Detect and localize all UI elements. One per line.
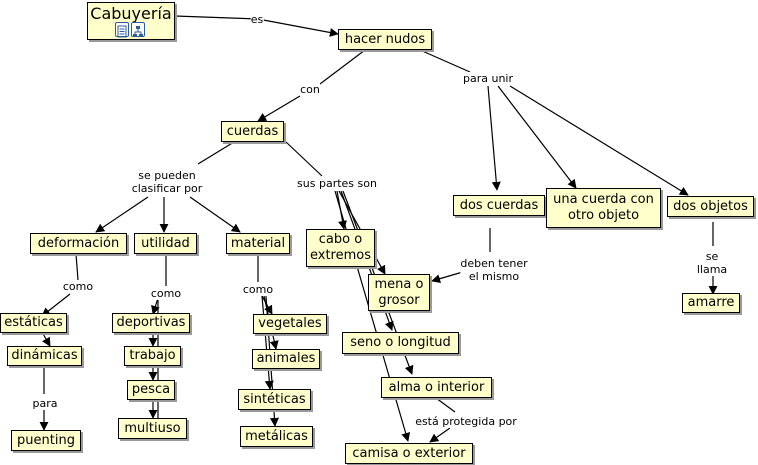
link-label-se-pueden-clasificar-por: se pueden clasificar por: [131, 169, 203, 195]
concept-sinteticas[interactable]: sintéticas: [238, 389, 311, 410]
submap-icon[interactable]: [131, 22, 145, 37]
concept-cabuyeria[interactable]: Cabuyería: [87, 2, 175, 40]
link-line: [151, 297, 160, 315]
concept-trabajo[interactable]: trabajo: [124, 346, 181, 366]
concept-dos-cuerdas[interactable]: dos cuerdas: [453, 195, 545, 216]
link-label-esta-protegida-por: está protegida por: [415, 415, 517, 428]
link-line: [261, 295, 274, 390]
concept-alma-o-interior[interactable]: alma o interior: [381, 377, 492, 398]
link-line: [487, 85, 501, 191]
concept-deportivas[interactable]: deportivas: [112, 313, 190, 333]
link-line: [41, 293, 71, 317]
link-line: [429, 427, 451, 443]
link-line: [257, 18, 339, 37]
concept-seno-o-longitud[interactable]: seno o longitud: [342, 332, 459, 354]
concept-pesca[interactable]: pesca: [127, 380, 175, 400]
concept-utilidad[interactable]: utilidad: [134, 233, 197, 254]
link-line: [497, 85, 577, 189]
link-line: [257, 95, 301, 122]
link-line: [419, 49, 471, 73]
link-label-para: para: [32, 397, 58, 410]
concept-una-cuerda-con-otro-objeto[interactable]: una cuerda con otro objeto: [546, 188, 661, 228]
concept-puenting[interactable]: puenting: [11, 430, 81, 451]
link-line: [174, 15, 259, 20]
link-line: [41, 331, 51, 347]
concept-dos-objetos[interactable]: dos objetos: [667, 196, 754, 217]
link-line: [509, 85, 689, 196]
concept-deformacion[interactable]: deformación: [30, 233, 127, 254]
concept-dinamicas[interactable]: dinámicas: [7, 346, 82, 366]
link-label-como-utilidad: como: [150, 287, 182, 300]
concept-camisa-o-exterior[interactable]: camisa o exterior: [345, 443, 473, 464]
link-label-deben-tener-el-mismo: deben tener el mismo: [460, 257, 528, 283]
link-label-se-llama: se llama: [689, 250, 735, 276]
concept-mena-o-grosor[interactable]: mena o grosor: [368, 274, 430, 311]
concept-cabo-o-extremos[interactable]: cabo o extremos: [306, 229, 375, 267]
concept-cuerdas[interactable]: cuerdas: [221, 121, 284, 142]
link-label-es: es: [250, 13, 264, 26]
concept-metalicas[interactable]: metálicas: [240, 426, 313, 447]
link-line: [435, 397, 456, 413]
notes-icon[interactable]: [115, 22, 129, 38]
link-line: [75, 253, 79, 281]
concept-multiuso[interactable]: multiuso: [118, 418, 187, 439]
link-line: [95, 196, 149, 233]
concept-vegetales[interactable]: vegetales: [253, 314, 327, 334]
link-line: [311, 49, 366, 91]
link-label-con: con: [300, 83, 320, 96]
link-line: [197, 141, 235, 165]
link-label-para-unir: para unir: [462, 72, 514, 85]
concept-hacer-nudos[interactable]: hacer nudos: [338, 29, 432, 50]
link-label-sus-partes-son: sus partes son: [297, 177, 377, 190]
concept-estaticas[interactable]: estáticas: [0, 313, 67, 333]
concept-material[interactable]: material: [226, 233, 290, 254]
link-label-como-material: como: [242, 283, 274, 296]
link-line: [285, 141, 323, 177]
concept-amarre[interactable]: amarre: [682, 293, 740, 313]
concept-animales[interactable]: animales: [252, 349, 320, 369]
link-label-como-deformacion: como: [62, 280, 94, 293]
link-line: [189, 196, 241, 233]
